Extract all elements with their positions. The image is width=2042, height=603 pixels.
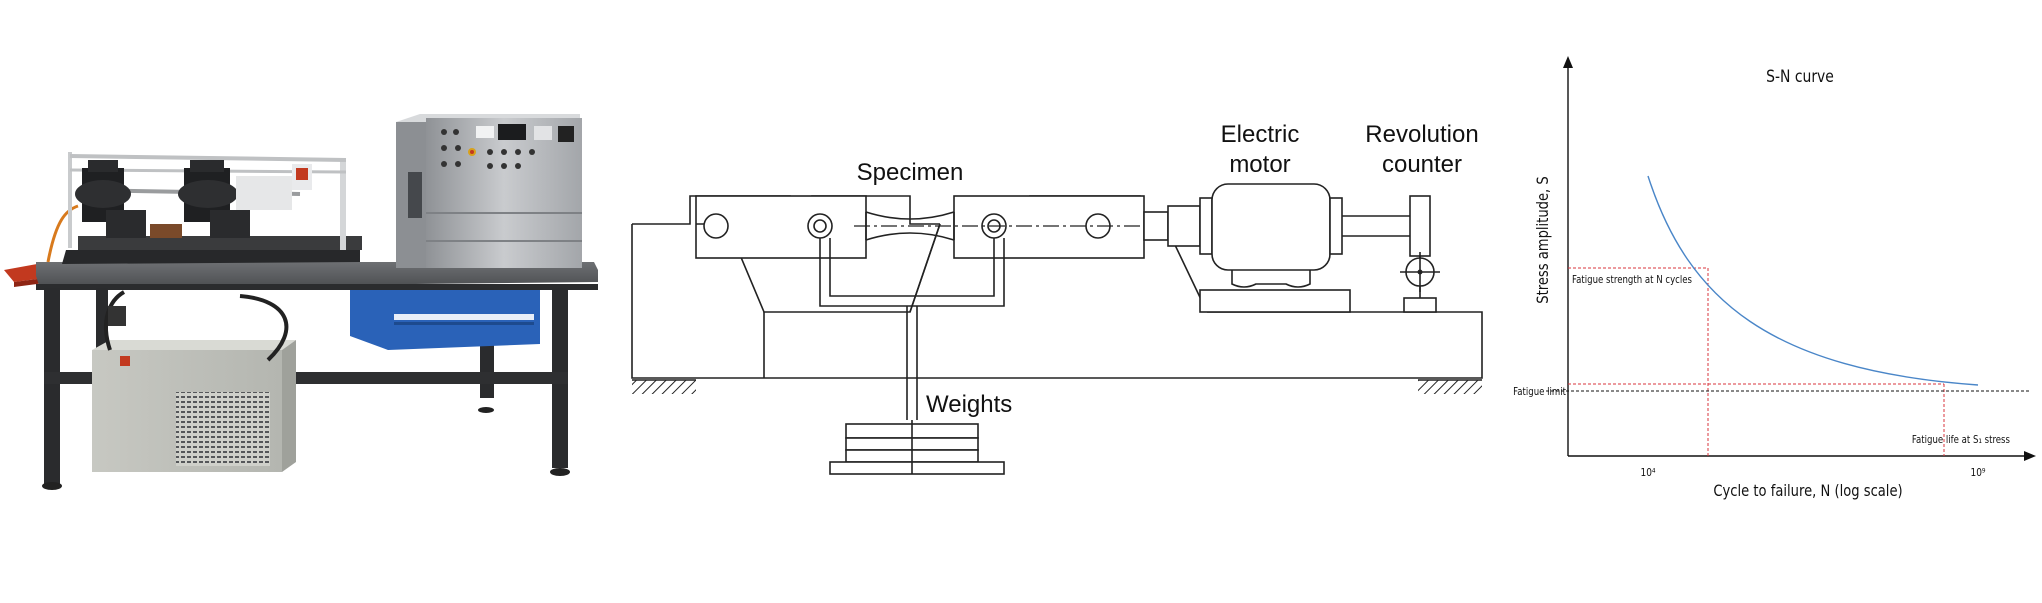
specimen bbox=[865, 211, 955, 241]
y-axis-arrow bbox=[1563, 56, 1573, 68]
sn-chart-svg: S-N curve Stress amplitude, S Cycle to f… bbox=[1513, 56, 2036, 501]
grip-left bbox=[75, 160, 146, 238]
coupling bbox=[1143, 211, 1169, 241]
specimen-label: Specimen bbox=[857, 159, 964, 186]
x-axis-arrow bbox=[2024, 451, 2036, 461]
x-tick-label: 10⁹ bbox=[1970, 467, 1985, 479]
chart-axes bbox=[1567, 62, 2030, 457]
ground-support-right bbox=[1418, 380, 1482, 394]
x-axis-label: Cycle to failure, N (log scale) bbox=[1713, 482, 1902, 501]
sn-curve-line bbox=[1647, 175, 1979, 386]
machine-photo-illustration bbox=[4, 114, 598, 490]
motor-label-line2: motor bbox=[1229, 151, 1290, 178]
counter-label-line2: counter bbox=[1382, 151, 1462, 178]
fatigue-strength-annotation: Fatigue strength at N cycles bbox=[1572, 274, 1692, 286]
control-cabinet bbox=[396, 114, 582, 268]
table-leg bbox=[44, 288, 60, 484]
grip-right bbox=[178, 160, 250, 238]
bearing bbox=[703, 213, 729, 239]
sn-curve-chart: S-N curve Stress amplitude, S Cycle to f… bbox=[1510, 0, 2042, 603]
bearing bbox=[807, 213, 833, 239]
counter-label-line1: Revolution bbox=[1365, 121, 1478, 148]
schematic-svg: Specimen Electric motor Revolution count… bbox=[631, 121, 1483, 475]
machine-base bbox=[62, 250, 360, 264]
revolution-counter bbox=[1400, 195, 1440, 313]
ground-support-left bbox=[632, 380, 696, 394]
weights-stack bbox=[829, 420, 1005, 475]
x-tick-label: 10⁴ bbox=[1640, 467, 1655, 479]
fatigue-limit-annotation: Fatigue limit bbox=[1513, 386, 1566, 398]
guide-lines bbox=[1568, 267, 1945, 456]
weight-hanger bbox=[819, 238, 1005, 420]
schematic-diagram: Specimen Electric motor Revolution count… bbox=[610, 0, 1510, 603]
workbench-top bbox=[36, 262, 598, 288]
electric-motor bbox=[1199, 183, 1351, 313]
weights-label: Weights bbox=[926, 391, 1012, 418]
chart-title: S-N curve bbox=[1766, 67, 1834, 87]
fatigue-life-annotation: Fatigue life at S₁ stress bbox=[1912, 434, 2010, 446]
motor-label-line1: Electric bbox=[1221, 121, 1300, 148]
y-axis-label: Stress amplitude, S bbox=[1534, 176, 1553, 303]
machine-photo bbox=[0, 0, 610, 603]
